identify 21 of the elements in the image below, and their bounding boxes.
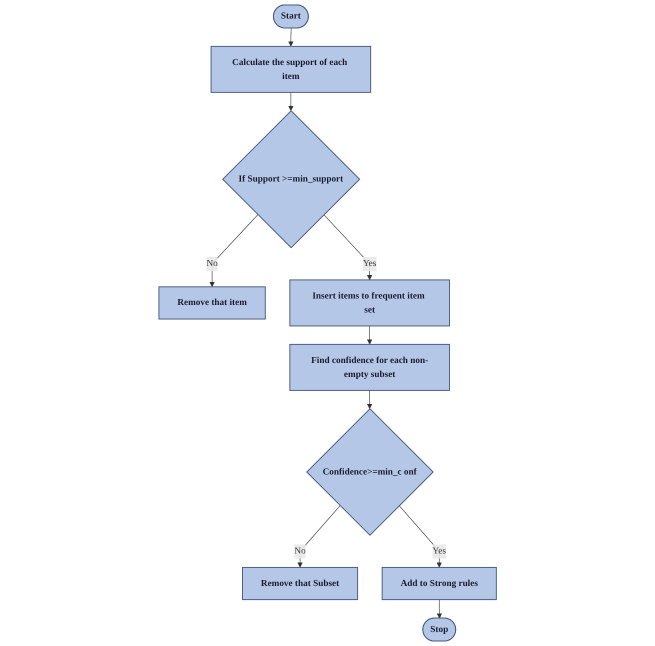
node-box: Remove that Subset [242,566,358,600]
node-diamond: Confidence>=min_c onf [306,408,434,536]
node-box: Insert items to frequent item set [289,279,450,326]
arrow [323,214,372,280]
edge-label: Yes [432,546,446,556]
node-box: Find confidence for each non-empty subset [289,344,450,391]
node-box: Add to Strong rules [382,566,497,600]
arrow [288,92,294,112]
arrow [288,28,294,47]
arrow [209,214,258,288]
arrow [366,390,372,410]
arrow [366,326,372,345]
node-box: Remove that item [158,286,266,320]
edge-label: Yes [362,258,376,269]
edge-label: No [206,258,218,269]
node-box: Calculate the support of each item [210,46,372,93]
edge-label: No [294,546,306,556]
arrow [436,599,442,619]
arrow [398,505,442,568]
arrow [297,505,340,568]
node-diamond: If Support >=min_support [222,110,360,248]
